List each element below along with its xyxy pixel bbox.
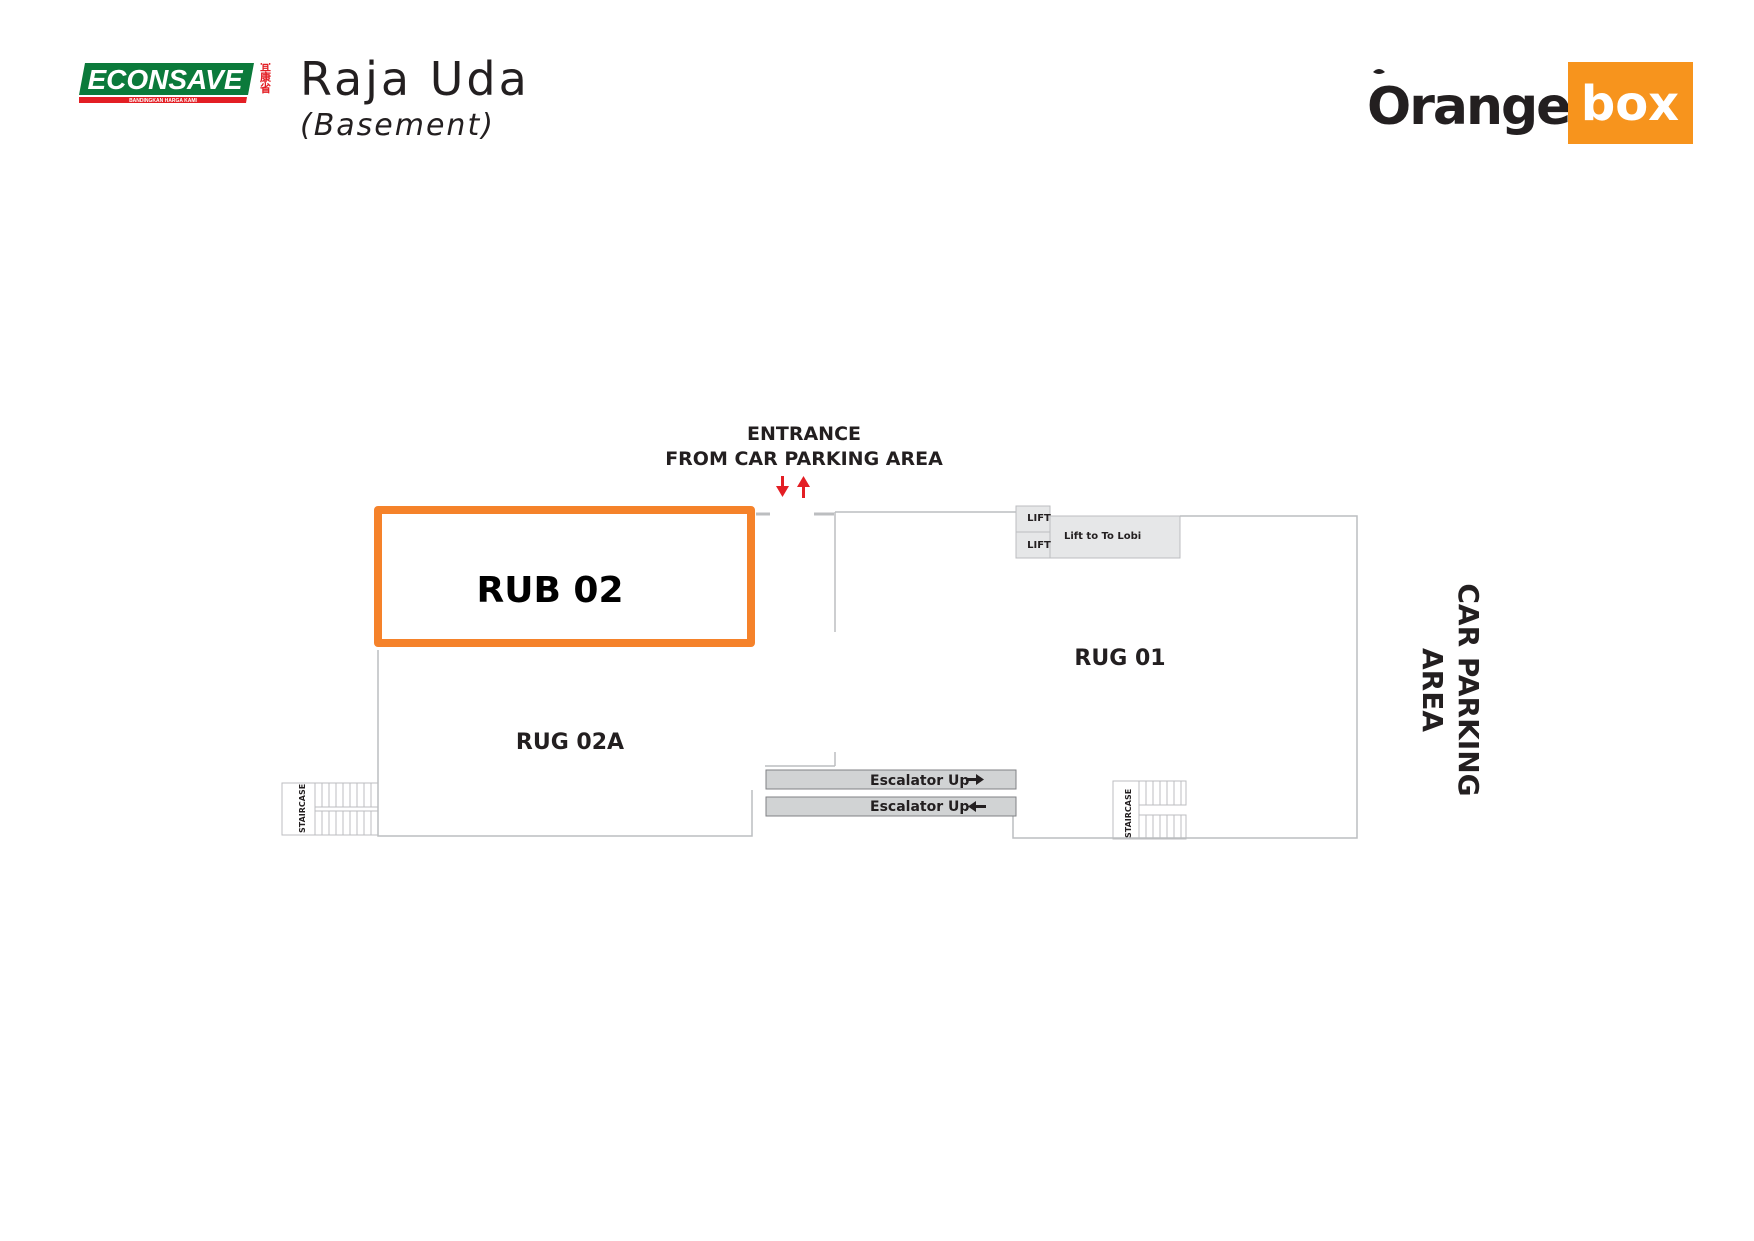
escalator-2-label: Escalator Up — [870, 799, 970, 815]
orangebox-box-badge — [1568, 62, 1693, 144]
lift-2 — [1015, 531, 1051, 559]
car-parking-label: CAR PARKING AREA — [1414, 540, 1486, 840]
staircase-left-flight-2 — [314, 810, 379, 836]
unit-rub02-label: RUB 02 — [476, 570, 624, 611]
wall-rug01 — [1012, 515, 1358, 839]
entrance-label-line-1: ENTRANCE — [747, 423, 861, 445]
entrance-label-line-2: FROM CAR PARKING AREA — [665, 448, 943, 470]
unit-rug02a-label: RUG 02A — [515, 730, 625, 755]
wall-rug02a — [377, 650, 753, 837]
staircase-left-flight-1 — [314, 782, 379, 808]
unit-rug01-label: RUG 01 — [1074, 646, 1166, 671]
econsave-logo-chinese-mark: 宜康省 — [259, 63, 273, 94]
econsave-logo-band — [79, 63, 254, 95]
staircase-right-landing — [1112, 780, 1140, 840]
orangebox-wordmark-orange: Orange — [1367, 77, 1569, 137]
lift-2-label: LIFT — [1027, 540, 1051, 551]
econsave-logo-tagline: BANDINGKAN HARGA KAMI — [129, 98, 197, 104]
lift-lobby — [1049, 515, 1181, 559]
lift-lobby-label: Lift to To Lobi — [1064, 531, 1142, 542]
econsave-logo-wordmark: ECONSAVE — [87, 64, 243, 95]
arrow-right-icon — [966, 774, 984, 785]
staircase-left — [281, 782, 379, 836]
orangebox-leaf-icon — [1373, 69, 1385, 74]
unit-rub02-highlight[interactable] — [374, 506, 755, 647]
econsave-logo: ECONSAVE BANDINGKAN HARGA KAMI 宜康省 — [79, 63, 273, 104]
page-subtitle: (Basement) — [300, 108, 495, 143]
orangebox-wordmark-box: box — [1581, 76, 1679, 132]
escalators — [765, 769, 1017, 817]
arrow-left-icon — [968, 801, 986, 812]
car-parking-label-line-2: AREA — [1416, 647, 1449, 733]
staircase-right-label: STAIRCASE — [1124, 788, 1133, 838]
escalator-1 — [765, 769, 1017, 790]
arrow-up-icon — [797, 476, 810, 498]
staircase-left-landing — [281, 782, 316, 836]
escalator-2 — [765, 796, 1017, 817]
orangebox-logo: Orange box — [1367, 62, 1693, 144]
staircase-right — [1112, 780, 1187, 840]
staircase-right-flight-2 — [1138, 814, 1187, 840]
staircase-right-flight-1 — [1138, 780, 1187, 806]
staircase-left-label: STAIRCASE — [298, 783, 307, 833]
arrow-down-icon — [776, 476, 789, 497]
car-parking-label-line-1: CAR PARKING — [1452, 583, 1485, 797]
entrance-arrows — [776, 476, 810, 498]
lift-block — [1015, 505, 1181, 559]
staircase-left-treads — [321, 783, 372, 835]
page-title: Raja Uda — [300, 52, 530, 106]
lift-1-label: LIFT — [1027, 513, 1051, 524]
floor-plan-walls — [377, 511, 1358, 839]
econsave-logo-tagline-band — [79, 97, 247, 103]
entrance-label: ENTRANCE FROM CAR PARKING AREA — [604, 422, 1004, 472]
escalator-1-label: Escalator Up — [870, 773, 970, 789]
staircase-right-treads — [1145, 781, 1182, 839]
